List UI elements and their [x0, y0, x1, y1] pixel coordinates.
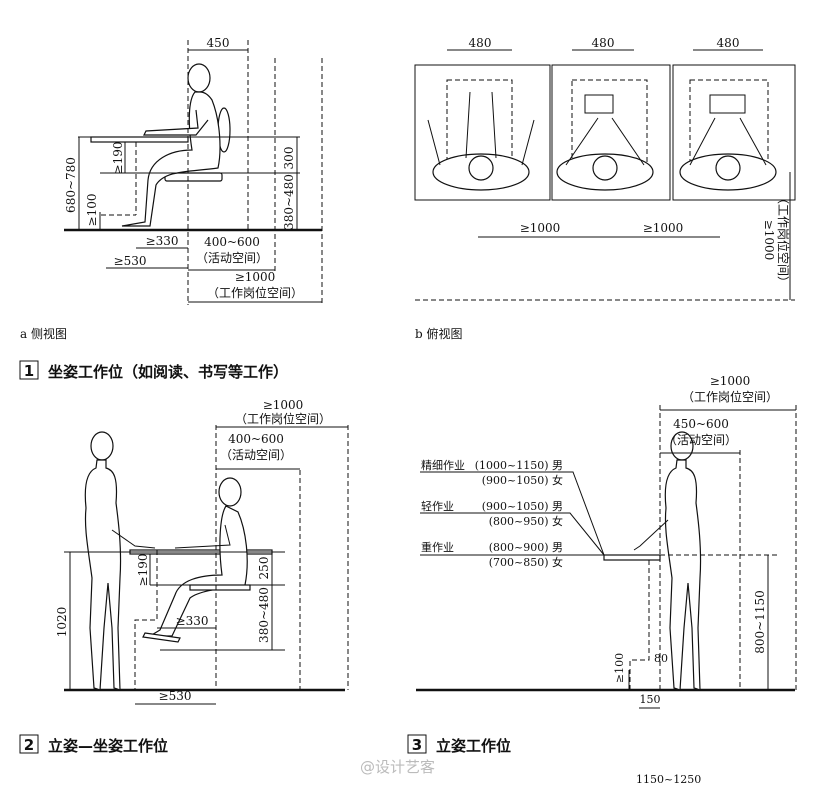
dim-530: ≥530: [159, 689, 192, 703]
dim-330: ≥330: [176, 614, 209, 628]
svg-text:(900~1050) 女: (900~1050) 女: [482, 473, 563, 487]
caption-side-view: a 侧视图: [20, 326, 67, 341]
seated-figure: [121, 63, 221, 227]
seat: [189, 584, 251, 591]
dim-190: ≥190: [136, 554, 150, 587]
svg-text:(800~950) 女: (800~950) 女: [489, 514, 563, 528]
svg-text:2: 2: [24, 736, 34, 754]
workbench: [603, 554, 661, 561]
dim-800-1150: 800~1150: [753, 590, 767, 654]
dim-1000: ≥1000: [263, 398, 304, 412]
dim-250: 250: [257, 557, 271, 580]
dim-1000-a: ≥1000: [520, 221, 561, 235]
work-type-轻: 轻作业 (900~1050) 男 (800~950) 女: [420, 499, 605, 556]
label-workspace: （工作岗位空间）: [682, 389, 778, 404]
desk-top: [90, 136, 189, 143]
dim-300: 300: [282, 147, 296, 170]
dim-100: ≥100: [613, 653, 626, 683]
panel-1a-side-view: 450 300 380~480 680~780 ≥190 ≥100 ≥330 ≥…: [20, 36, 323, 341]
dim-400-600: 400~600: [228, 432, 284, 446]
section-2-title: 立姿—坐姿工作位: [48, 737, 168, 755]
label-workspace: （工作岗位空间）: [235, 411, 331, 426]
label-activity-space: （活动空间）: [196, 251, 268, 265]
standing-figure: [664, 431, 702, 691]
label-activity-space: （活动空间）: [665, 433, 737, 447]
footrest: [142, 632, 181, 643]
panel-1b-top-view: 480 480 480 ≥1000 ≥1000 ≥1000 （工作岗位空间） b…: [414, 36, 796, 341]
label-activity-space: （活动空间）: [220, 448, 292, 462]
svg-text:(700~850) 女: (700~850) 女: [489, 555, 563, 569]
dim-680-780: 680~780: [64, 157, 78, 213]
dim-1000-b: ≥1000: [643, 221, 684, 235]
svg-text:轻作业: 轻作业: [421, 499, 454, 513]
work-type-重: 重作业 (800~900) 男 (700~850) 女: [420, 540, 604, 569]
section-3-title: 立姿工作位: [436, 737, 511, 755]
section-3-heading: 3 立姿工作位: [407, 734, 511, 755]
dim-450: 450: [207, 36, 230, 50]
standing-figure: [84, 431, 122, 691]
dim-80: 80: [654, 652, 668, 665]
dim-330: ≥330: [146, 234, 179, 248]
panel-2-stand-sit: ≥1000 （工作岗位空间） 400~600 （活动空间） 1020 ≥190 …: [55, 398, 349, 705]
svg-text:精细作业: 精细作业: [421, 459, 465, 472]
svg-text:重作业: 重作业: [421, 540, 454, 554]
cut-off-dimension: 1150~1250: [636, 773, 701, 786]
svg-text:(1000~1150) 男: (1000~1150) 男: [475, 459, 563, 472]
dim-530: ≥530: [114, 254, 147, 268]
dim-450-600: 450~600: [673, 417, 729, 431]
dim-1000-vertical: ≥1000: [762, 220, 776, 261]
dim-480-3: 480: [717, 36, 740, 50]
top-view-figures: [427, 91, 777, 191]
work-type-精细: 精细作业 (1000~1150) 男 (900~1050) 女: [420, 459, 605, 556]
seated-figure: [147, 477, 248, 637]
dim-190: ≥190: [111, 142, 125, 175]
dim-1000: ≥1000: [235, 270, 276, 284]
svg-text:(900~1050) 男: (900~1050) 男: [482, 500, 563, 513]
svg-text:1: 1: [24, 362, 34, 380]
dim-480-2: 480: [592, 36, 615, 50]
dim-1020: 1020: [55, 607, 69, 638]
dim-380-480: 380~480: [257, 587, 271, 643]
dim-480-1: 480: [469, 36, 492, 50]
dim-150: 150: [640, 693, 661, 706]
section-1-title: 坐姿工作位（如阅读、书写等工作）: [48, 363, 288, 381]
panel-3-standing: ≥1000 （工作岗位空间） 450~600 （活动空间） 800~1150 ≥…: [416, 374, 797, 709]
dim-380-480: 380~480: [282, 174, 296, 230]
watermark: @设计艺客: [360, 758, 435, 776]
label-workspace: （工作岗位空间）: [207, 285, 303, 300]
dim-400-600: 400~600: [204, 235, 260, 249]
dim-100: ≥100: [85, 194, 99, 227]
caption-top-view: b 俯视图: [415, 326, 463, 341]
label-workspace-vertical: （工作岗位空间）: [776, 192, 791, 288]
dim-1000: ≥1000: [710, 374, 751, 388]
section-2-heading: 2 立姿—坐姿工作位: [19, 734, 168, 755]
svg-text:3: 3: [412, 736, 422, 754]
section-1-heading: 1 坐姿工作位（如阅读、书写等工作）: [19, 360, 288, 381]
svg-text:(800~900) 男: (800~900) 男: [489, 541, 563, 554]
